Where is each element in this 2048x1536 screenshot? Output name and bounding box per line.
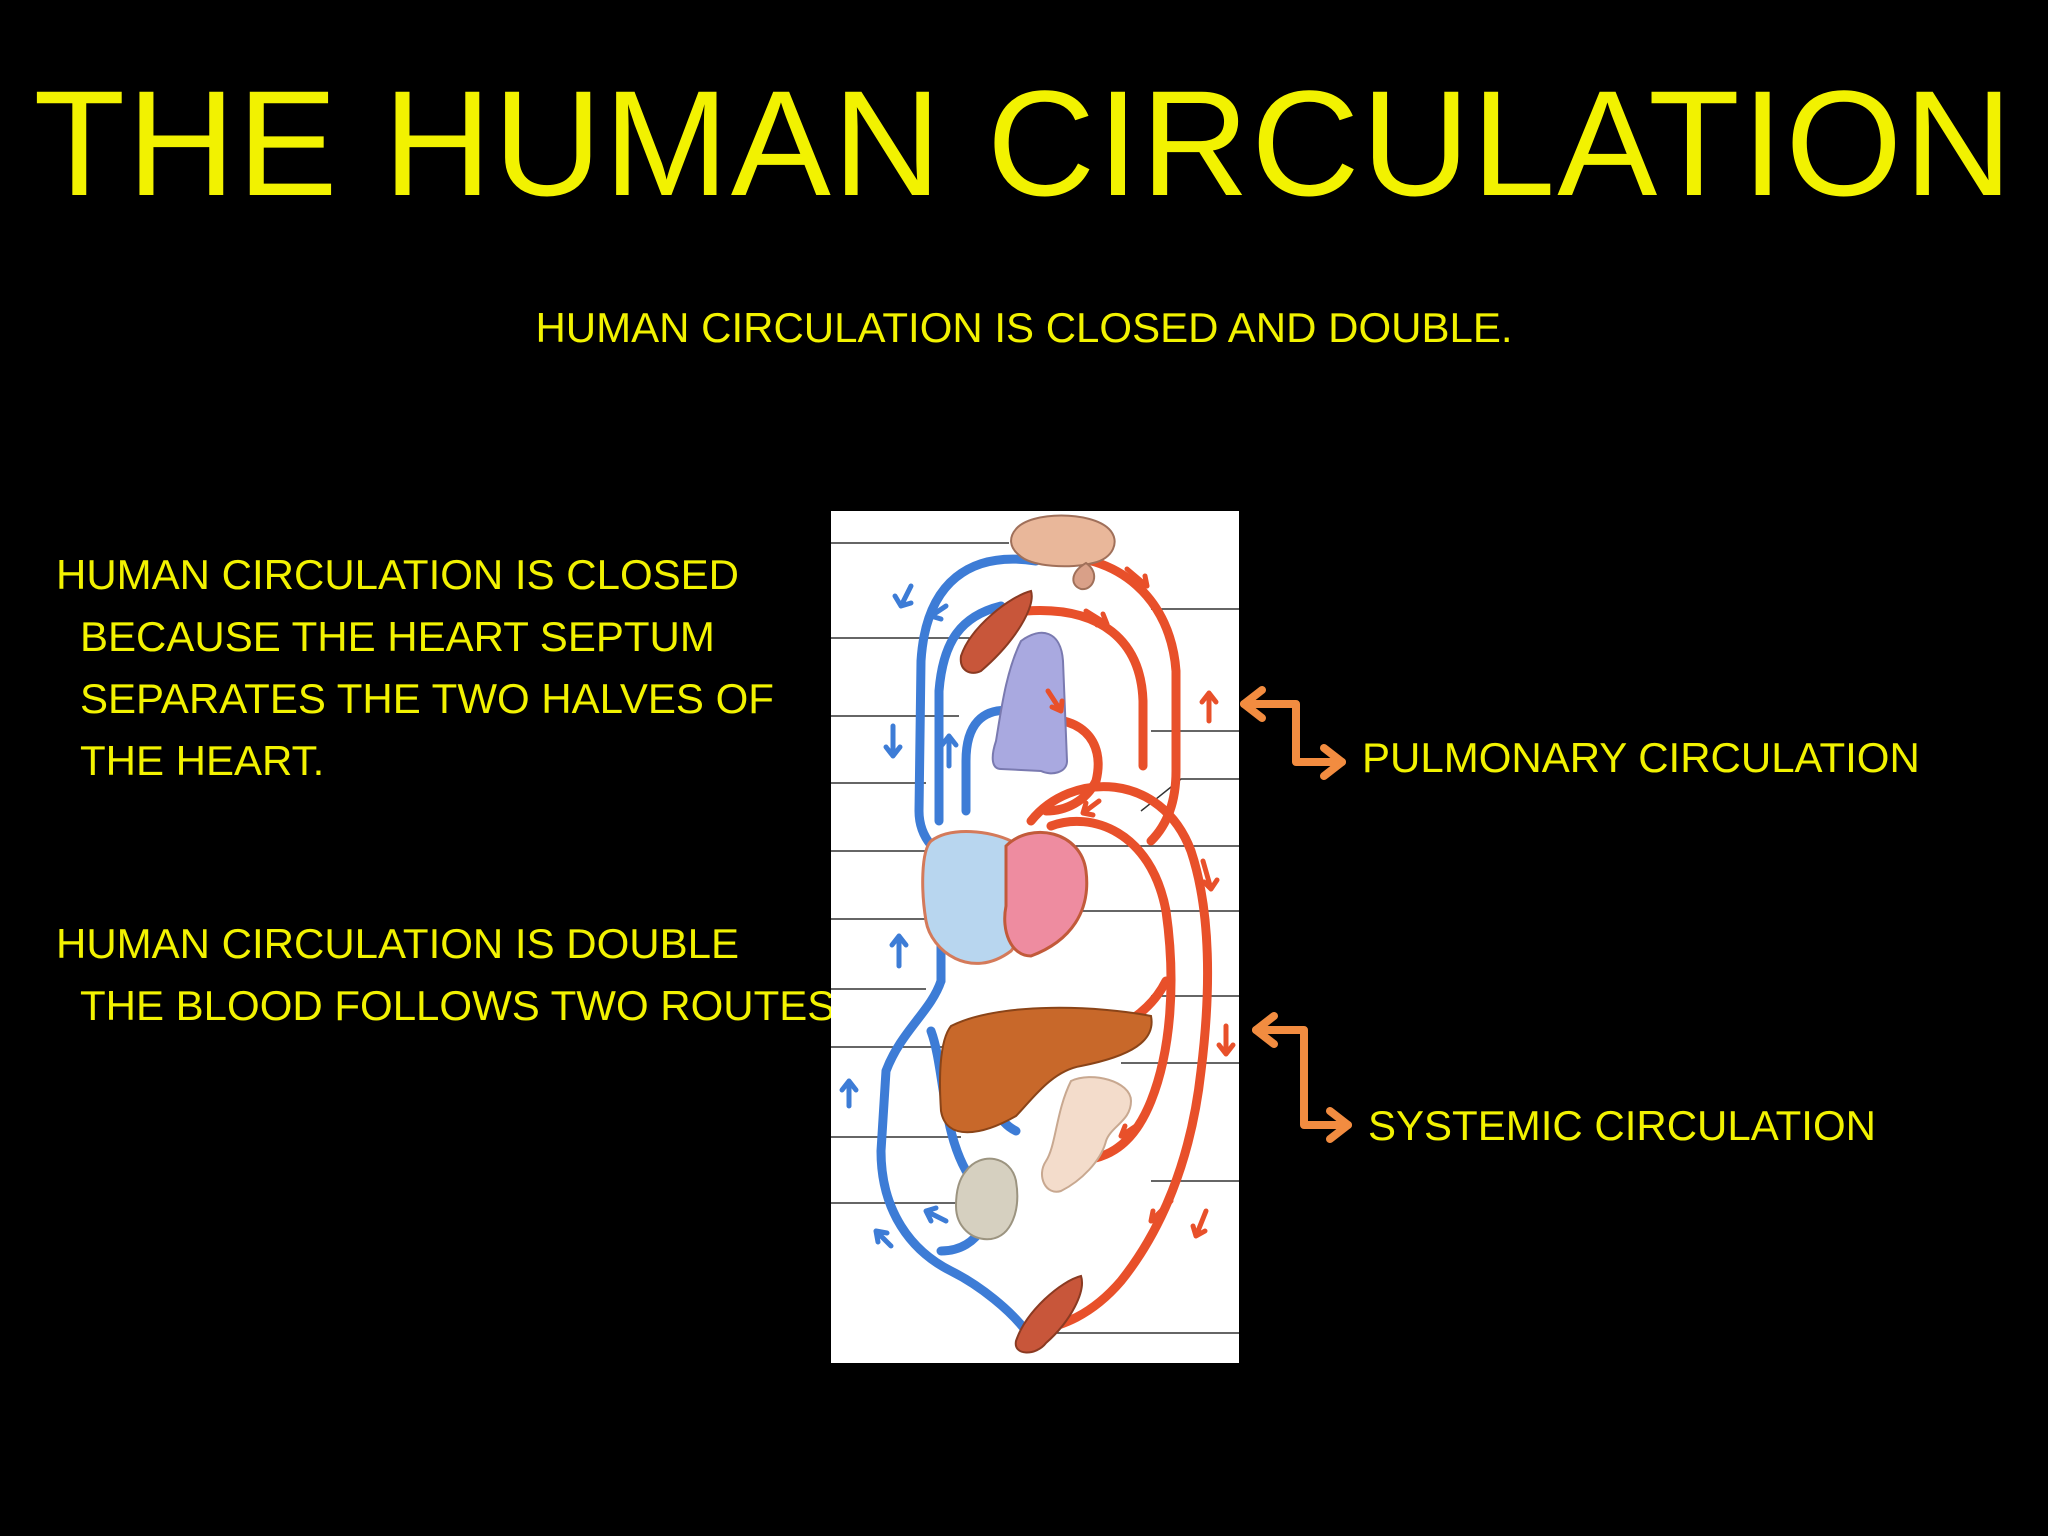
text-line: THE BLOOD FOLLOWS TWO ROUTES — [80, 982, 836, 1029]
pulmonary-bracket-arrow — [1240, 700, 1346, 766]
circulation-diagram-image — [831, 514, 1239, 1354]
text-line: HUMAN CIRCULATION IS CLOSED — [56, 551, 739, 598]
text-line: HUMAN CIRCULATION IS DOUBLE — [56, 920, 739, 967]
slide-subtitle: HUMAN CIRCULATION IS CLOSED AND DOUBLE. — [535, 304, 1513, 351]
double-circulation-text: HUMAN CIRCULATION IS DOUBLE THE BLOOD FO… — [56, 913, 835, 1037]
closed-circulation-text: HUMAN CIRCULATION IS CLOSED BECAUSE THE … — [56, 544, 774, 792]
circulation-diagram — [831, 511, 1239, 1363]
text-line: THE HEART. — [80, 737, 325, 784]
systemic-bracket-arrow — [1252, 1026, 1352, 1129]
text-line: SEPARATES THE TWO HALVES OF — [80, 675, 774, 722]
text-line: BECAUSE THE HEART SEPTUM — [80, 613, 715, 660]
pulmonary-circulation-label: PULMONARY CIRCULATION — [1362, 734, 1920, 781]
systemic-circulation-label: SYSTEMIC CIRCULATION — [1368, 1102, 1876, 1149]
bracket-arrows — [1240, 686, 1352, 1143]
slide-title: THE HUMAN CIRCULATION — [33, 59, 2015, 227]
